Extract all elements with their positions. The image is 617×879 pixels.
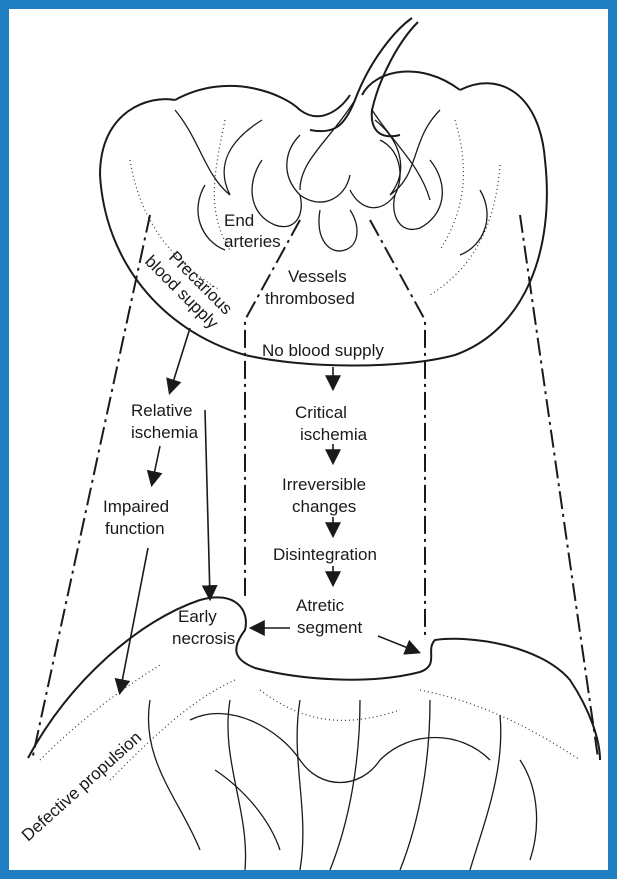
arrow-precarious-to-relative <box>170 328 190 392</box>
label-precarious-blood-supply: Precarious blood supply <box>141 237 239 335</box>
label-disintegration: Disintegration <box>273 545 377 564</box>
label-irreversible-changes: Irreversible changes <box>282 475 371 516</box>
label-end-arteries: End arteries <box>224 211 281 251</box>
lower-bowel-segment <box>28 597 600 870</box>
label-defective-propulsion: Defective propulsion <box>18 728 145 845</box>
arrow-atretic-to-lower <box>378 636 418 652</box>
label-no-blood-supply: No blood supply <box>262 341 384 360</box>
label-vessels-thrombosed: Vessels thrombosed <box>265 267 355 308</box>
label-relative-ischemia: Relative ischemia <box>131 401 199 442</box>
label-critical-ischemia: Critical ischemia <box>295 403 368 444</box>
arrow-impaired-to-defective <box>120 548 148 692</box>
label-atretic-segment: Atretic segment <box>296 596 362 637</box>
diagram-labels: End arteries Precarious blood supply Ves… <box>18 211 384 845</box>
upper-bowel-segment <box>100 18 547 366</box>
label-impaired-function: Impaired function <box>103 497 174 538</box>
arrow-relative-to-necrosis <box>205 410 210 598</box>
label-early-necrosis: Early necrosis <box>172 607 235 648</box>
arrow-relative-to-impaired <box>152 446 160 484</box>
